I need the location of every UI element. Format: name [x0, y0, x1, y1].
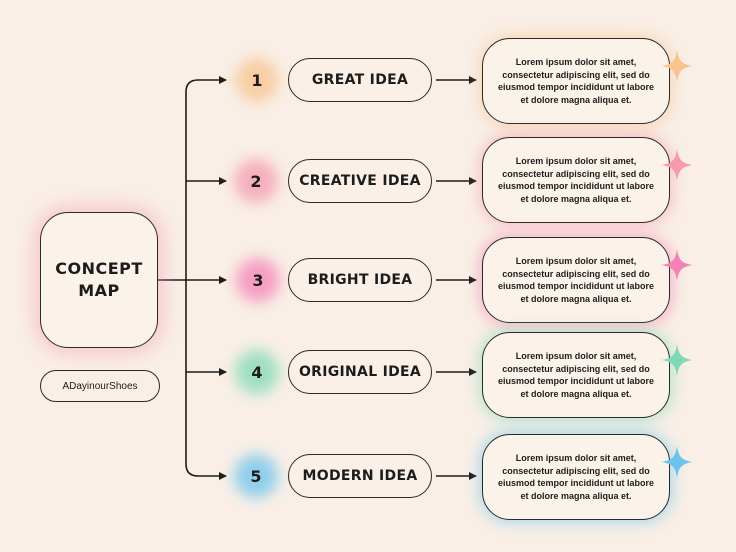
- sparkle-icon: [661, 50, 693, 82]
- idea-label-pill: CREATIVE IDEA: [288, 159, 432, 203]
- author-pill: ADayinourShoes: [40, 370, 160, 402]
- idea-label-pill: BRIGHT IDEA: [288, 258, 432, 302]
- sparkle-icon: [661, 249, 693, 281]
- idea-description-text: Lorem ipsum dolor sit amet, consectetur …: [497, 351, 654, 399]
- idea-number: 1: [251, 70, 263, 90]
- sparkle-icon: [661, 149, 693, 181]
- idea-number: 2: [250, 171, 262, 191]
- idea-label-pill: GREAT IDEA: [288, 58, 432, 102]
- idea-description-text: Lorem ipsum dolor sit amet, consectetur …: [497, 156, 654, 204]
- main-title: CONCEPT MAP: [55, 259, 143, 300]
- idea-description-box: Lorem ipsum dolor sit amet, consectetur …: [482, 38, 670, 124]
- idea-description-box: Lorem ipsum dolor sit amet, consectetur …: [482, 332, 670, 418]
- number-glow: [234, 159, 278, 203]
- spine-line: [185, 79, 199, 477]
- idea-number: 5: [250, 466, 262, 486]
- number-glow: [235, 350, 279, 394]
- idea-description-box: Lorem ipsum dolor sit amet, consectetur …: [482, 434, 670, 520]
- idea-description-box: Lorem ipsum dolor sit amet, consectetur …: [482, 237, 670, 323]
- idea-number: 3: [252, 270, 264, 290]
- sparkle-icon: [661, 344, 693, 376]
- idea-description-text: Lorem ipsum dolor sit amet, consectetur …: [497, 57, 654, 105]
- number-glow: [234, 454, 278, 498]
- concept-map-main-box: CONCEPT MAP: [40, 212, 158, 348]
- idea-number: 4: [251, 362, 263, 382]
- number-glow: [235, 58, 279, 102]
- idea-description-text: Lorem ipsum dolor sit amet, consectetur …: [497, 256, 654, 304]
- sparkle-icon: [661, 446, 693, 478]
- idea-label-pill: ORIGINAL IDEA: [288, 350, 432, 394]
- number-glow: [236, 258, 280, 302]
- idea-label-pill: MODERN IDEA: [288, 454, 432, 498]
- idea-description-box: Lorem ipsum dolor sit amet, consectetur …: [482, 137, 670, 223]
- idea-description-text: Lorem ipsum dolor sit amet, consectetur …: [497, 453, 654, 501]
